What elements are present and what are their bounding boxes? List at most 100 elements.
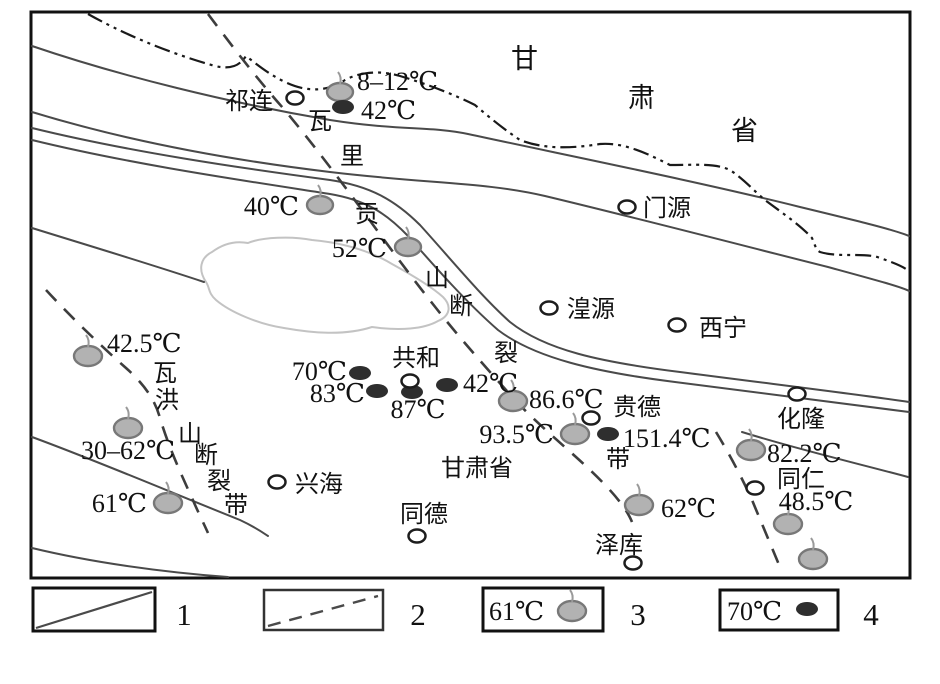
fault-name-char: 带 (224, 492, 248, 519)
legend-box-geothermal-point (718, 588, 840, 632)
fault-name-char: 带 (606, 446, 630, 473)
hot-spring-temp-label: 61℃ (92, 489, 147, 518)
spring-stem (165, 481, 170, 495)
spring-stem (810, 537, 815, 551)
province-label-char: 甘 (511, 44, 539, 74)
hot-spring-temp-label: 42.5℃ (107, 329, 182, 358)
structural-line-north-1 (31, 45, 910, 237)
geothermal-temp-label: 42℃ (361, 96, 416, 125)
geothermal-point-markers (332, 100, 619, 441)
structural-line-central-2 (31, 139, 910, 413)
hot-spring-temp-label: 40℃ (244, 192, 299, 221)
hot-spring-temp-label: 62℃ (661, 494, 716, 523)
town-marker-tongren (745, 480, 765, 496)
hot-spring-marker (72, 344, 104, 368)
spring-stem (125, 406, 130, 420)
hot-spring-temp-label: 82.2℃ (767, 439, 842, 468)
structural-line-southwest-corner (31, 547, 229, 578)
geothermal-point-marker (349, 366, 371, 380)
legend-spring-stem (569, 589, 574, 603)
hot-spring-temp-label: 8–12℃ (357, 67, 438, 96)
fault-name-char: 断 (194, 442, 218, 469)
fault-dashed-wahong (45, 289, 210, 534)
spring-stem (405, 226, 410, 240)
spring-stem (785, 502, 790, 516)
map-frame (29, 10, 912, 580)
spring-stem (317, 184, 322, 198)
town-marker-zeku (623, 555, 643, 571)
hot-spring-marker (797, 547, 829, 571)
hot-spring-marker (735, 438, 767, 462)
legend: 1 2 61℃ 3 70℃ 4 (31, 586, 879, 633)
hot-spring-temp-label: 52℃ (332, 234, 387, 263)
hot-spring-marker (559, 422, 591, 446)
structural-line-central-1 (31, 127, 910, 403)
town-marker-xinghai (267, 474, 287, 490)
geothermal-point-marker (401, 385, 423, 399)
hot-spring-temp-label: 48.5℃ (779, 487, 854, 516)
hot-spring-marker (393, 236, 423, 258)
town-marker-guide (581, 410, 601, 426)
town-label-menyuan: 门源 (643, 195, 691, 222)
legend-spring-temp: 61℃ (489, 597, 544, 626)
town-label-guide: 贵德 (613, 394, 661, 421)
hot-spring-temp-label: 86.6℃ (529, 385, 604, 414)
town-label-hualong: 化隆 (777, 406, 825, 433)
town-label-xinghai: 兴海 (295, 471, 343, 498)
fault-name-char: 瓦 (153, 361, 177, 387)
town-markers (267, 90, 807, 571)
fault-name-char: 里 (340, 144, 364, 170)
province-label-char: 省 (731, 116, 759, 146)
town-label-gonghe: 共和 (392, 345, 440, 372)
hot-spring-marker (325, 81, 355, 103)
fault-name-char: 裂 (494, 340, 518, 367)
fault-dashed-tongren (714, 431, 784, 573)
town-label-huangyuan: 湟源 (567, 296, 615, 323)
fault-name-char: 裂 (207, 468, 231, 495)
spring-stem (337, 71, 342, 85)
fault-name-char: 瓦 (308, 109, 332, 135)
hot-spring-marker (772, 512, 804, 536)
legend-dashed-line-sample (267, 594, 379, 628)
province-label-inner: 甘肃省 (441, 455, 513, 482)
province-boundary-line (87, 13, 907, 270)
province-label-char: 肃 (628, 83, 656, 113)
hot-spring-markers (72, 71, 829, 571)
lake-outline (200, 236, 450, 334)
town-label-zeku: 泽库 (595, 532, 643, 559)
hot-spring-marker (152, 491, 184, 515)
town-marker-qilian (285, 90, 305, 106)
geothermal-temp-label: 87℃ (390, 395, 445, 424)
town-label-xining: 西宁 (699, 315, 747, 342)
structural-line-southeast (741, 431, 909, 478)
spring-stem (636, 483, 641, 497)
town-label-tongren: 同仁 (777, 466, 825, 493)
fault-name-char: 山 (425, 265, 449, 292)
hot-spring-temp-label: 93.5℃ (479, 420, 554, 449)
town-marker-tongde (407, 528, 427, 544)
town-label-tongde: 同德 (400, 501, 448, 528)
geothermal-point-marker (366, 384, 388, 398)
legend-geothermal-symbol (796, 602, 818, 616)
legend-box-solid-line (31, 586, 157, 633)
structural-line-southwest (31, 436, 269, 537)
legend-box-dashed-line (262, 588, 385, 632)
legend-solid-line-sample (35, 590, 153, 630)
town-marker-gonghe (400, 373, 420, 389)
hot-spring-marker (623, 493, 655, 517)
legend-number: 1 (176, 597, 192, 632)
geothermal-temp-label: 42℃ (463, 369, 518, 398)
legend-number: 4 (863, 597, 879, 632)
legend-box-hot-spring (481, 586, 605, 633)
geothermal-temp-label: 151.4℃ (623, 424, 711, 453)
spring-stem (510, 379, 515, 393)
spring-stem (572, 412, 577, 426)
legend-number: 2 (410, 597, 426, 632)
fault-dashed-waligong (206, 13, 634, 523)
fault-name-char: 山 (178, 421, 202, 448)
hot-spring-marker (305, 194, 335, 216)
town-marker-hualong (787, 386, 807, 402)
town-marker-xining (667, 317, 687, 333)
